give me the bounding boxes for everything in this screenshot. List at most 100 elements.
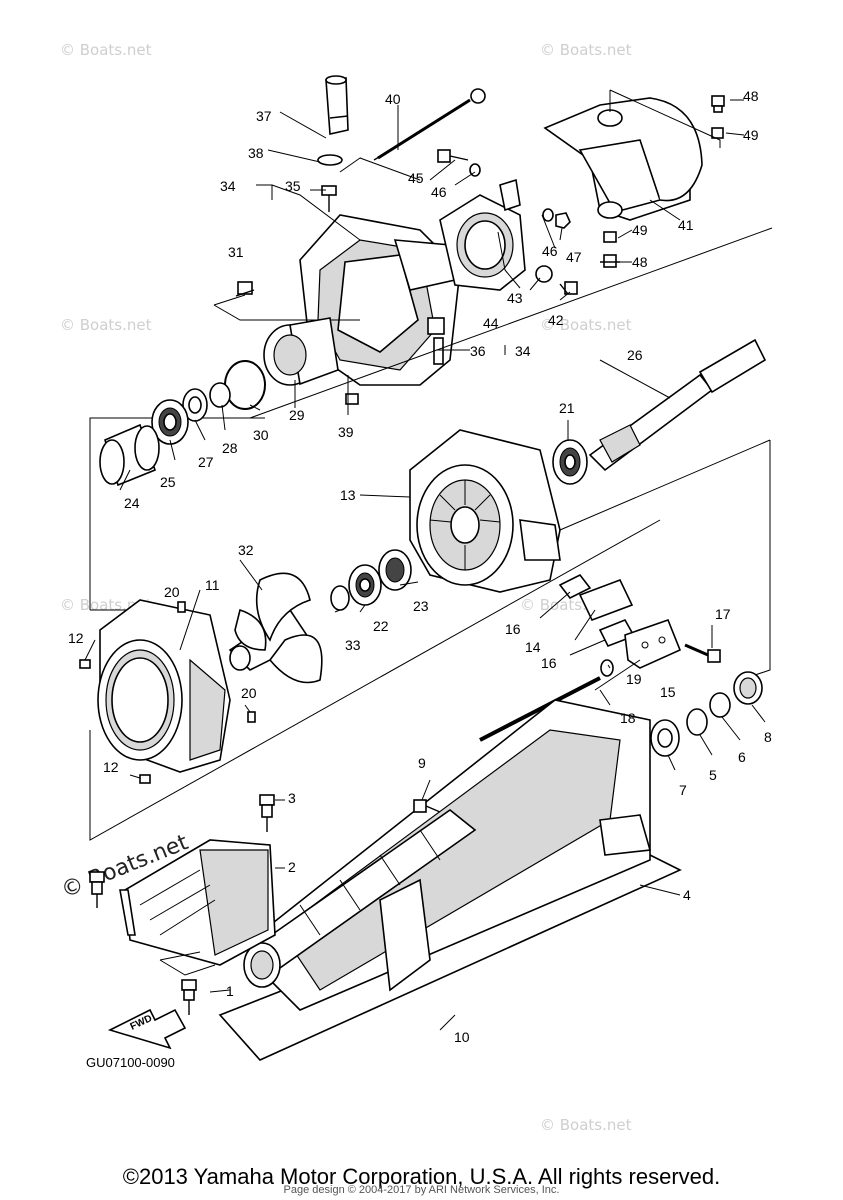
part-label: 49: [743, 127, 759, 143]
washer-part: [542, 208, 554, 222]
bolt-part: [259, 794, 275, 832]
intake-assembly: [89, 699, 682, 1061]
part-label: 18: [620, 710, 636, 726]
bolt-part: [89, 871, 105, 908]
part-label: 24: [124, 495, 140, 511]
cap-part: [733, 671, 763, 705]
clamp-part: [317, 154, 343, 166]
gear-part: [650, 719, 680, 757]
deflector-part: [439, 178, 526, 291]
pipe-part: [479, 676, 601, 742]
copyright-notice: ©2013 Yamaha Motor Corporation, U.S.A. A…: [122, 1164, 721, 1189]
bolt-part: [235, 281, 255, 297]
watermark: © Boats.net: [540, 316, 632, 334]
bearing-part: [378, 549, 412, 591]
pin-part: [177, 601, 186, 613]
part-label: 22: [373, 618, 389, 634]
part-label: 2: [288, 859, 296, 875]
part-label: 38: [248, 145, 264, 161]
part-label: 3: [288, 790, 296, 806]
part-label: 43: [507, 290, 523, 306]
part-label: 21: [559, 400, 575, 416]
part-label: 49: [632, 222, 648, 238]
nut-part: [555, 212, 571, 229]
watermark: © Boats.net: [60, 316, 152, 334]
part-label: 5: [709, 767, 717, 783]
part-label: 32: [238, 542, 254, 558]
bearing-part: [348, 564, 382, 606]
duct-part: [263, 317, 339, 386]
seal-part: [686, 708, 708, 736]
bolt-part: [437, 149, 469, 163]
fwd-arrow-icon: [107, 1008, 187, 1050]
bearing-part: [552, 439, 588, 485]
part-label: 1: [226, 983, 234, 999]
part-label: 41: [678, 217, 694, 233]
part-label: 19: [626, 671, 642, 687]
cover-part: [543, 97, 703, 221]
dowel-part: [79, 659, 91, 669]
bolt-part: [413, 799, 441, 813]
page-design-notice: Page design © 2004-2017 by ARI Network S…: [283, 1184, 560, 1196]
part-label: 34: [220, 178, 236, 194]
part-label: 9: [418, 755, 426, 771]
part-label: 15: [660, 684, 676, 700]
grate-part: [119, 839, 276, 966]
part-labels: 1 2 3 4 5 6 7 8 9 10 11 12 12 13 14 15 1…: [68, 88, 772, 1045]
bolt-part: [181, 979, 197, 1015]
bolt-part: [600, 254, 620, 268]
part-label: 8: [764, 729, 772, 745]
part-label: 4: [683, 887, 691, 903]
impeller-part: [228, 572, 323, 684]
part-label: 36: [470, 343, 486, 359]
part-label: 29: [289, 407, 305, 423]
gasket-part: [558, 573, 592, 600]
part-label: 47: [566, 249, 582, 265]
part-label: 11: [205, 577, 220, 593]
washer-part: [600, 659, 614, 677]
dowel-part: [139, 774, 151, 784]
part-label: 25: [160, 474, 176, 490]
pump-assembly: [79, 227, 773, 841]
spacer-part: [578, 578, 634, 622]
part-label: 23: [413, 598, 429, 614]
sleeve-part: [99, 423, 160, 487]
part-label: 17: [715, 606, 731, 622]
bolt-part: [711, 95, 725, 113]
part-label: 28: [222, 440, 238, 456]
part-label: 6: [738, 749, 746, 765]
washer-part: [469, 163, 481, 177]
washer-part: [330, 585, 350, 611]
part-label: 48: [632, 254, 648, 270]
part-label: 44: [483, 315, 499, 331]
bolt-part: [559, 281, 578, 295]
bolt-part: [684, 643, 721, 663]
part-label: 33: [345, 637, 361, 653]
part-label: 34: [515, 343, 531, 359]
part-label: 46: [431, 184, 447, 200]
watermark: © Boats.net: [540, 1116, 632, 1134]
part-label: 20: [241, 685, 257, 701]
o-ring-part: [224, 360, 266, 410]
intake-duct-part: [218, 699, 682, 1061]
part-label: 39: [338, 424, 354, 440]
part-label: 42: [548, 312, 564, 328]
impeller-housing-part: [409, 429, 561, 593]
part-label: 45: [408, 170, 424, 186]
drawing-code: GU07100-0090: [86, 1055, 175, 1070]
part-label: 7: [679, 782, 687, 798]
part-label: 48: [743, 88, 759, 104]
part-label: 37: [256, 108, 272, 124]
shaft-part: [588, 338, 767, 472]
part-label: 12: [68, 630, 84, 646]
pin-part: [247, 711, 256, 723]
nut-part: [209, 382, 231, 408]
bearing-part: [151, 399, 189, 445]
part-label: 14: [525, 639, 541, 655]
collar-part: [603, 231, 617, 243]
pin-part: [345, 393, 359, 405]
part-label: 46: [542, 243, 558, 259]
part-label: 30: [253, 427, 269, 443]
collar-part: [711, 127, 724, 139]
